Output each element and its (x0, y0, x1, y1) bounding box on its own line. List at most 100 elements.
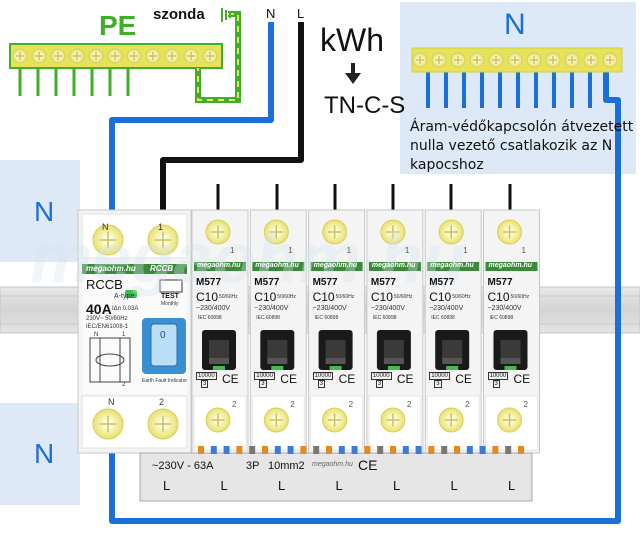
mcb-toggle[interactable] (493, 330, 528, 370)
busbar-tooth (377, 446, 384, 454)
mcb-top-screw (497, 219, 522, 245)
mcb-freq: 50/60Hz (277, 294, 296, 300)
mcb-top-screw (263, 219, 289, 245)
busbar-output-label: L (508, 478, 516, 493)
busbar-tooth (402, 446, 409, 454)
mcb-bottom-screw (205, 407, 231, 433)
mcb-bottom-terminal-label: 2 (406, 400, 412, 409)
mcb-bottom-screw (380, 407, 406, 433)
mcb-top-terminal-label: 1 (230, 246, 235, 255)
watermark: megaohm.hu (30, 219, 466, 297)
busbar-tooth (505, 446, 512, 454)
busbar-tooth (223, 446, 230, 454)
mcb-top-screw (322, 219, 348, 245)
busbar-output-label: L (220, 478, 228, 493)
busbar-tooth (338, 446, 345, 454)
busbar-brand: megaohm.hu (312, 461, 353, 468)
pe-bar-screw (126, 48, 142, 64)
busbar-tooth (313, 446, 320, 454)
pe-bar-screw (50, 48, 66, 64)
upper-n-label: N (34, 196, 55, 227)
mcb-rating: C10 (254, 290, 277, 304)
neutral-wire-loop (109, 22, 621, 524)
mcb-status-indicator (271, 366, 284, 370)
n-bar-screw (469, 52, 485, 68)
mcb-model: M577 (487, 277, 513, 288)
mcb-model: M577 (429, 277, 455, 288)
pe-bar-screw (88, 48, 104, 64)
busbar-tooth (326, 446, 332, 454)
mcb-brand: megaohm.hu (371, 262, 416, 269)
mcb-brand: megaohm.hu (313, 262, 358, 269)
rccb-top-1-label: 1 (158, 222, 164, 232)
mcb-bottom-terminal-label: 2 (465, 400, 470, 409)
mcb-top-terminal-label: 1 (463, 246, 468, 255)
mcb-freq: 50/60Hz (510, 294, 530, 300)
rccb-test-sub: Monthly (161, 301, 179, 307)
mcb-capacity: 10000 (487, 372, 509, 380)
pe-bar-label: PE (99, 10, 137, 41)
mcb-bottom-screw (263, 407, 289, 433)
mcb-bottom-terminal-label: 2 (290, 400, 295, 409)
busbar-output-label: L (335, 478, 343, 493)
mcb-brand: megaohm.hu (488, 262, 533, 269)
n-bar-note: Áram-védőkapcsolón átvezetett nulla veze… (410, 119, 634, 173)
busbar-cross-section: 10mm2 (268, 460, 305, 472)
busbar-output-label: L (450, 478, 458, 493)
rccb-handle[interactable] (150, 323, 178, 367)
n-bar-screw (583, 52, 599, 68)
mcb-status-indicator (387, 366, 400, 370)
mcb-class: 3 (201, 380, 209, 388)
rccb-scheme-n: N (94, 332, 99, 338)
mcb-status-indicator (504, 366, 517, 370)
n-bar-screw (545, 52, 561, 68)
mcb-device (483, 209, 540, 454)
rccb-voltage: 230V~ 50/60Hz (86, 316, 128, 322)
mcb-capacity: 10000 (254, 372, 275, 380)
mcb-class: 3 (492, 380, 500, 388)
rccb-test-button[interactable] (159, 279, 183, 293)
mcb-bottom-screw (322, 407, 348, 433)
busbar-tooth (300, 446, 307, 454)
mcb-capacity: 10000 (312, 372, 334, 380)
rccb-test-label: TEST (161, 293, 179, 300)
mcb-model: M577 (370, 277, 396, 288)
mcb-toggle[interactable] (435, 330, 470, 370)
busbar-tooth (249, 446, 256, 454)
mcb-capacity: 10000 (429, 372, 450, 380)
mcb-voltage: ~230/400V (196, 305, 231, 312)
rccb-type: A-type (114, 293, 135, 300)
mcb-bottom-terminal-label: 2 (232, 400, 237, 409)
mcb-toggle[interactable] (376, 330, 411, 370)
n-bar-screw (488, 52, 504, 68)
mcb-standard: IEC 60898 (372, 315, 397, 321)
rccb-schematic (89, 337, 131, 383)
rccb-bottom-n-label: N (108, 397, 115, 407)
mcb-toggle[interactable] (202, 330, 236, 370)
mcb-voltage: ~230/400V (312, 305, 347, 312)
rccb-bottom-n-screw (92, 408, 124, 440)
pe-bar (9, 43, 223, 69)
rccb-bottom-2-label: 2 (159, 397, 165, 407)
mcb-bottom-terminal-label: 2 (348, 400, 354, 409)
n-bar-screw (526, 52, 542, 68)
mcb-top-terminal-label: 1 (521, 246, 526, 255)
mcb-ce-mark: CE (222, 372, 239, 386)
n-bar-screw (564, 52, 580, 68)
mcb-rating: C10 (429, 290, 452, 304)
pe-bar-screw (164, 48, 180, 64)
rccb-indicator-label: Earth Fault Indicator (142, 378, 188, 384)
mcb-toggle[interactable] (260, 330, 295, 370)
mcb-capacity: 10000 (196, 372, 217, 380)
mcb-freq: 50/60Hz (452, 294, 471, 300)
busbar-output-label: L (278, 478, 286, 493)
busbar-tooth (287, 446, 294, 454)
busbar-output-label: L (393, 478, 401, 493)
mcb-ce-mark: CE (338, 372, 356, 386)
bottom-busbar (139, 446, 533, 502)
n-bar-screw (431, 52, 447, 68)
mcb-toggle[interactable] (318, 330, 353, 370)
mcb-freq: 50/60Hz (393, 294, 413, 300)
